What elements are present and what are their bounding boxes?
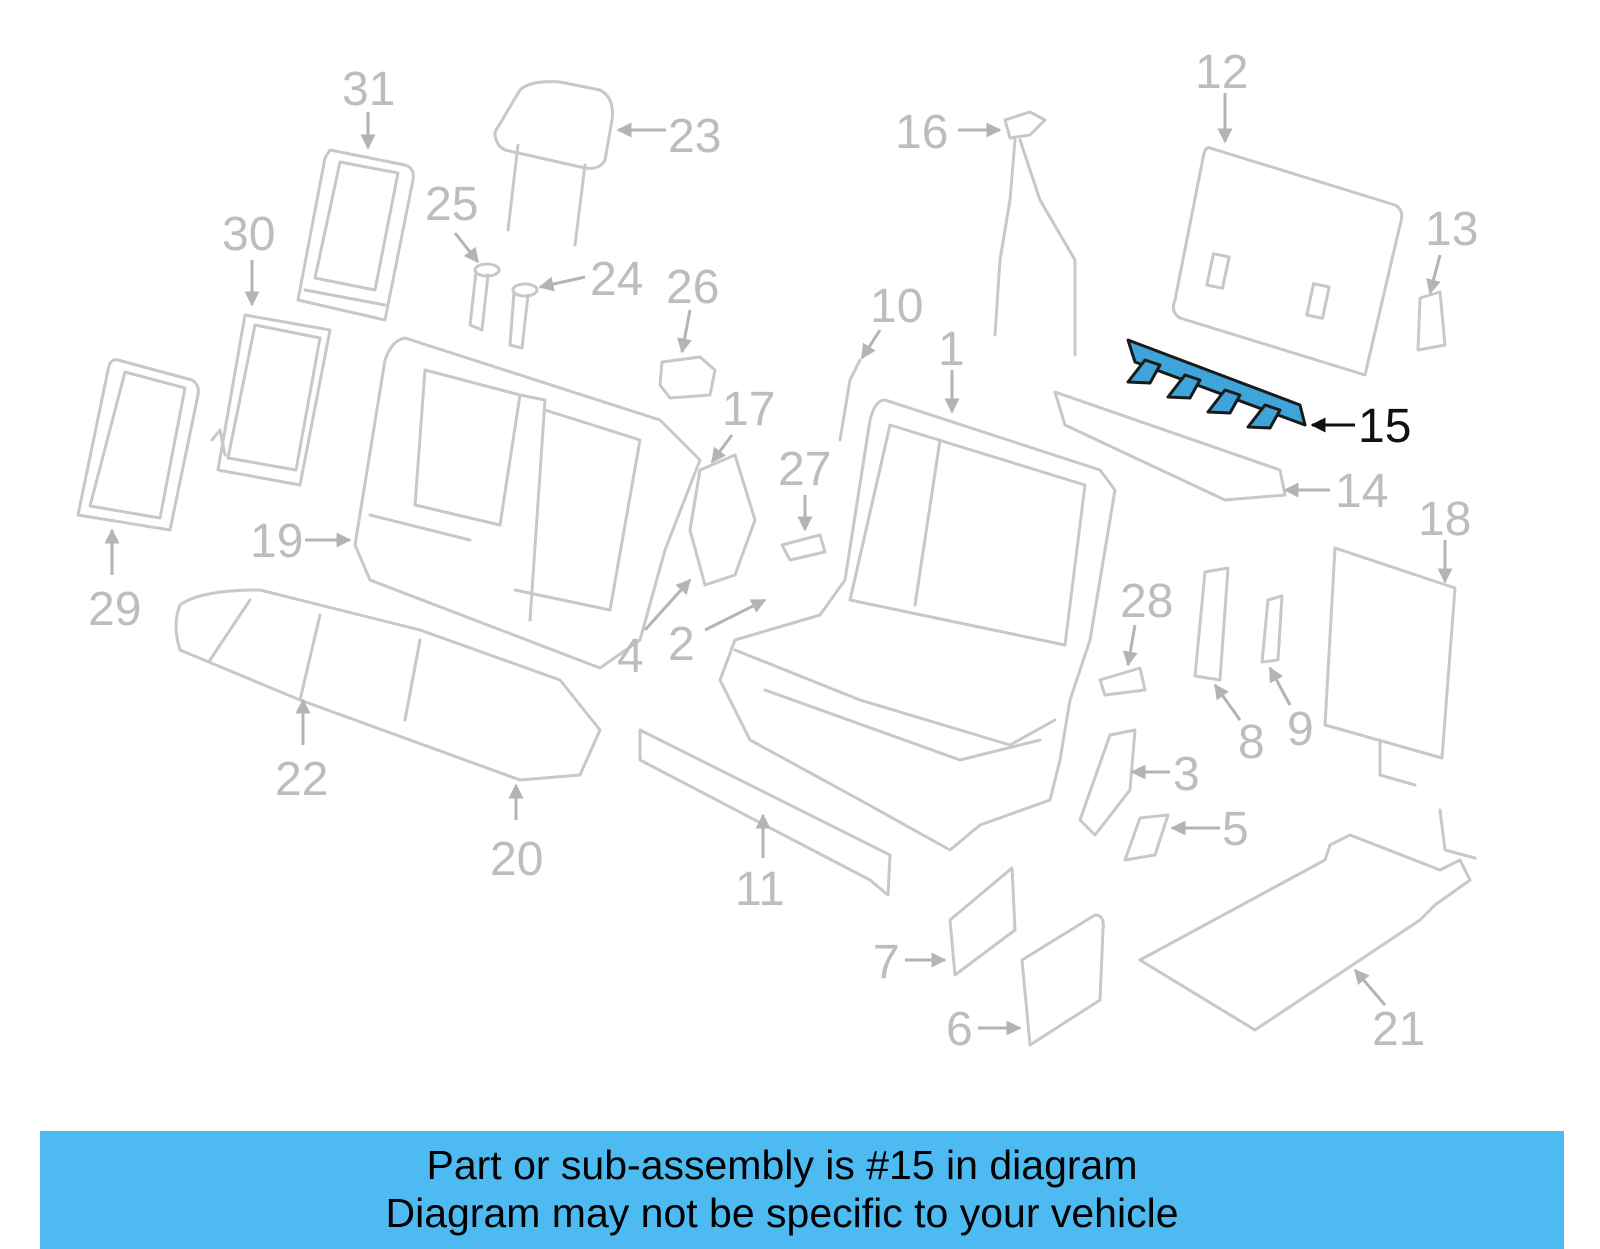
- banner-line-1: Part or sub-assembly is #15 in diagram: [426, 1142, 1138, 1188]
- part-21-floor-panel: [1138, 808, 1477, 1032]
- callout-14: 14: [1335, 465, 1388, 518]
- callout-25: 25: [425, 178, 478, 231]
- callout-5: 5: [1222, 803, 1249, 856]
- callout-30: 30: [222, 208, 275, 261]
- part-14-rail: [1053, 390, 1287, 502]
- callout-21: 21: [1372, 1003, 1425, 1056]
- part-10-clip: [838, 358, 862, 442]
- callout-labels: 31 23 25 24 26 30 29 19 22 20 17 4 2 27 …: [88, 46, 1478, 1056]
- part-6-cover: [1020, 913, 1105, 1047]
- callout-10: 10: [870, 280, 923, 333]
- part-8-trim: [1193, 566, 1230, 682]
- part-29-back-panel: [76, 358, 200, 532]
- part-3-hinge-cover: [1078, 728, 1137, 837]
- callout-20: 20: [490, 833, 543, 886]
- part-11-rail: [638, 728, 892, 897]
- callout-6: 6: [946, 1003, 973, 1056]
- part-17-trim: [688, 453, 757, 587]
- callout-22: 22: [275, 753, 328, 806]
- part-9-trim: [1260, 594, 1284, 664]
- info-banner: Part or sub-assembly is #15 in diagram D…: [40, 1131, 1564, 1249]
- part-22-cushion-pad: [174, 588, 602, 782]
- part-15-highlighted: [1126, 338, 1307, 430]
- callout-8: 8: [1238, 716, 1265, 769]
- callout-9: 9: [1287, 703, 1314, 756]
- part-24-headrest-guide: [508, 282, 539, 350]
- part-1-seat-frame: [718, 398, 1117, 852]
- part-26-latch-cover: [658, 355, 717, 400]
- part-23-headrest: [493, 80, 614, 247]
- part-5-cap: [1123, 813, 1170, 862]
- callout-31: 31: [342, 63, 395, 116]
- callout-27: 27: [778, 443, 831, 496]
- callout-3: 3: [1173, 748, 1200, 801]
- callout-28: 28: [1120, 575, 1173, 628]
- parts-diagram: 31 23 25 24 26 30 29 19 22 20 17 4 2 27 …: [76, 46, 1478, 1056]
- callout-15: 15: [1358, 400, 1411, 453]
- part-13-bracket: [1416, 290, 1447, 352]
- callout-13: 13: [1425, 203, 1478, 256]
- part-7-bracket: [948, 866, 1017, 977]
- callout-29: 29: [88, 583, 141, 636]
- part-25-headrest-guide: [468, 262, 501, 332]
- part-30-frame-panel: [210, 313, 332, 487]
- part-12-rear-panel: [1171, 146, 1404, 377]
- callout-2: 2: [668, 618, 695, 671]
- part-31-armrest-tray: [296, 148, 415, 322]
- callout-24: 24: [590, 253, 643, 306]
- callout-4: 4: [617, 630, 644, 683]
- callout-1: 1: [938, 323, 965, 376]
- callout-16: 16: [895, 106, 948, 159]
- leader-lines: [104, 93, 1453, 1036]
- callout-18: 18: [1418, 493, 1471, 546]
- banner-line-2: Diagram may not be specific to your vehi…: [385, 1190, 1179, 1236]
- callout-19: 19: [250, 515, 303, 568]
- callout-23: 23: [668, 110, 721, 163]
- part-28-bracket: [1098, 666, 1147, 697]
- part-16-latch-cable: [993, 110, 1077, 357]
- part-18-back-cover: [1323, 546, 1457, 787]
- part-19-seat-back: [353, 336, 702, 670]
- callout-11: 11: [735, 863, 785, 916]
- callout-7: 7: [873, 936, 900, 989]
- callout-26: 26: [666, 261, 719, 314]
- callout-12: 12: [1195, 46, 1248, 99]
- part-27-bracket: [780, 533, 827, 562]
- callout-17: 17: [722, 383, 775, 436]
